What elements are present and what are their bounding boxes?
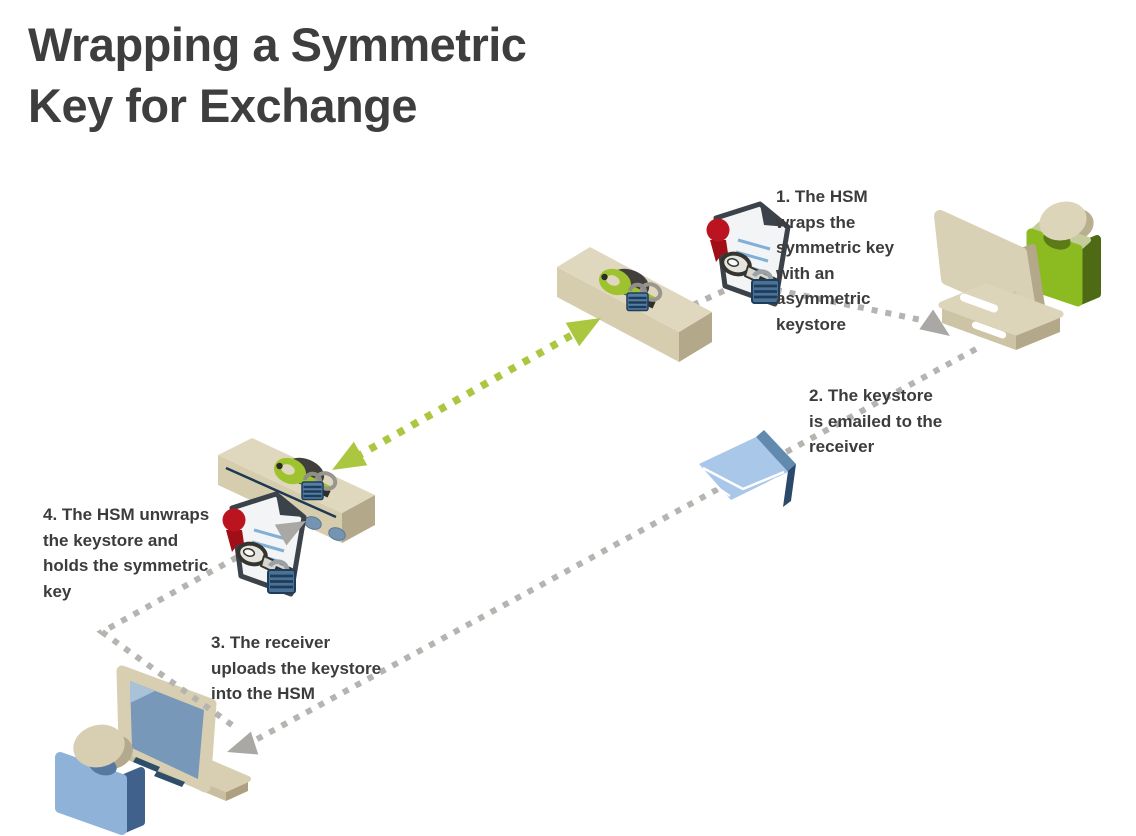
page-title: Wrapping a Symmetric Key for Exchange xyxy=(28,18,527,132)
step-2-label: 2. The keystore is emailed to the receiv… xyxy=(809,386,943,456)
receiver-person-icon xyxy=(55,724,145,835)
screen xyxy=(130,681,204,779)
arrowhead-icon xyxy=(223,731,259,764)
hsm-port xyxy=(328,527,346,541)
receiver-computer xyxy=(116,665,251,801)
step-4-label: 4. The HSM unwraps the keystore and hold… xyxy=(43,505,210,601)
email-envelope-icon xyxy=(699,430,796,507)
monitor-icon xyxy=(116,665,217,793)
hsm-sender xyxy=(557,247,712,362)
hsm-sync-arrow xyxy=(354,323,588,461)
step-3-label: 3. The receiver uploads the keystore int… xyxy=(211,633,382,703)
monitor-icon xyxy=(934,210,1064,350)
keyboard-strip xyxy=(154,771,185,787)
keyboard-strip xyxy=(133,757,160,772)
arrow-email-to-receiver xyxy=(248,346,978,746)
arrow-upload-to-hsm xyxy=(96,526,290,728)
sender-computer xyxy=(934,201,1101,350)
hsm-slot xyxy=(225,466,337,519)
step-1-label: 1. The HSM wraps the symmetric key with … xyxy=(776,187,895,334)
